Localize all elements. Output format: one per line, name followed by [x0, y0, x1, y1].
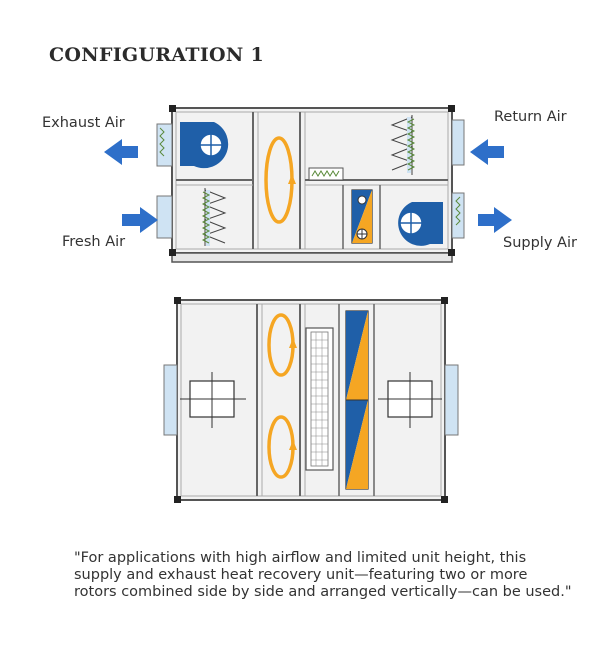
heat-exchanger-icon: [351, 189, 373, 244]
label-exhaust-air: Exhaust Air: [42, 115, 125, 131]
filter-icon: [201, 188, 227, 246]
blower-fan-icon: [398, 202, 443, 246]
base-rail: [171, 252, 453, 263]
damper-icon: [156, 119, 465, 239]
heat-exchanger-icon: [345, 310, 369, 490]
caption-text: "For applications with high airflow and …: [74, 550, 572, 600]
heat-wheel-icon: [267, 415, 297, 479]
heating-coil-icon: [308, 167, 344, 181]
side-elevation: [104, 105, 512, 263]
heating-coil-icon: [305, 327, 334, 471]
heat-wheel-icon: [264, 136, 296, 224]
heat-wheel-icon: [267, 313, 297, 377]
label-supply-air: Supply Air: [503, 235, 577, 251]
plan-view: [163, 297, 459, 503]
diagram-title: CONFIGURATION 1: [49, 44, 264, 66]
blower-fan-icon: [180, 122, 229, 169]
blower-fan-icon: [378, 372, 442, 428]
damper-icon: [163, 364, 459, 436]
flow-arrow-icon: [104, 139, 512, 233]
label-return-air: Return Air: [494, 109, 567, 125]
blower-fan-icon: [180, 372, 246, 428]
label-fresh-air: Fresh Air: [62, 234, 126, 250]
filter-icon: [390, 115, 416, 175]
